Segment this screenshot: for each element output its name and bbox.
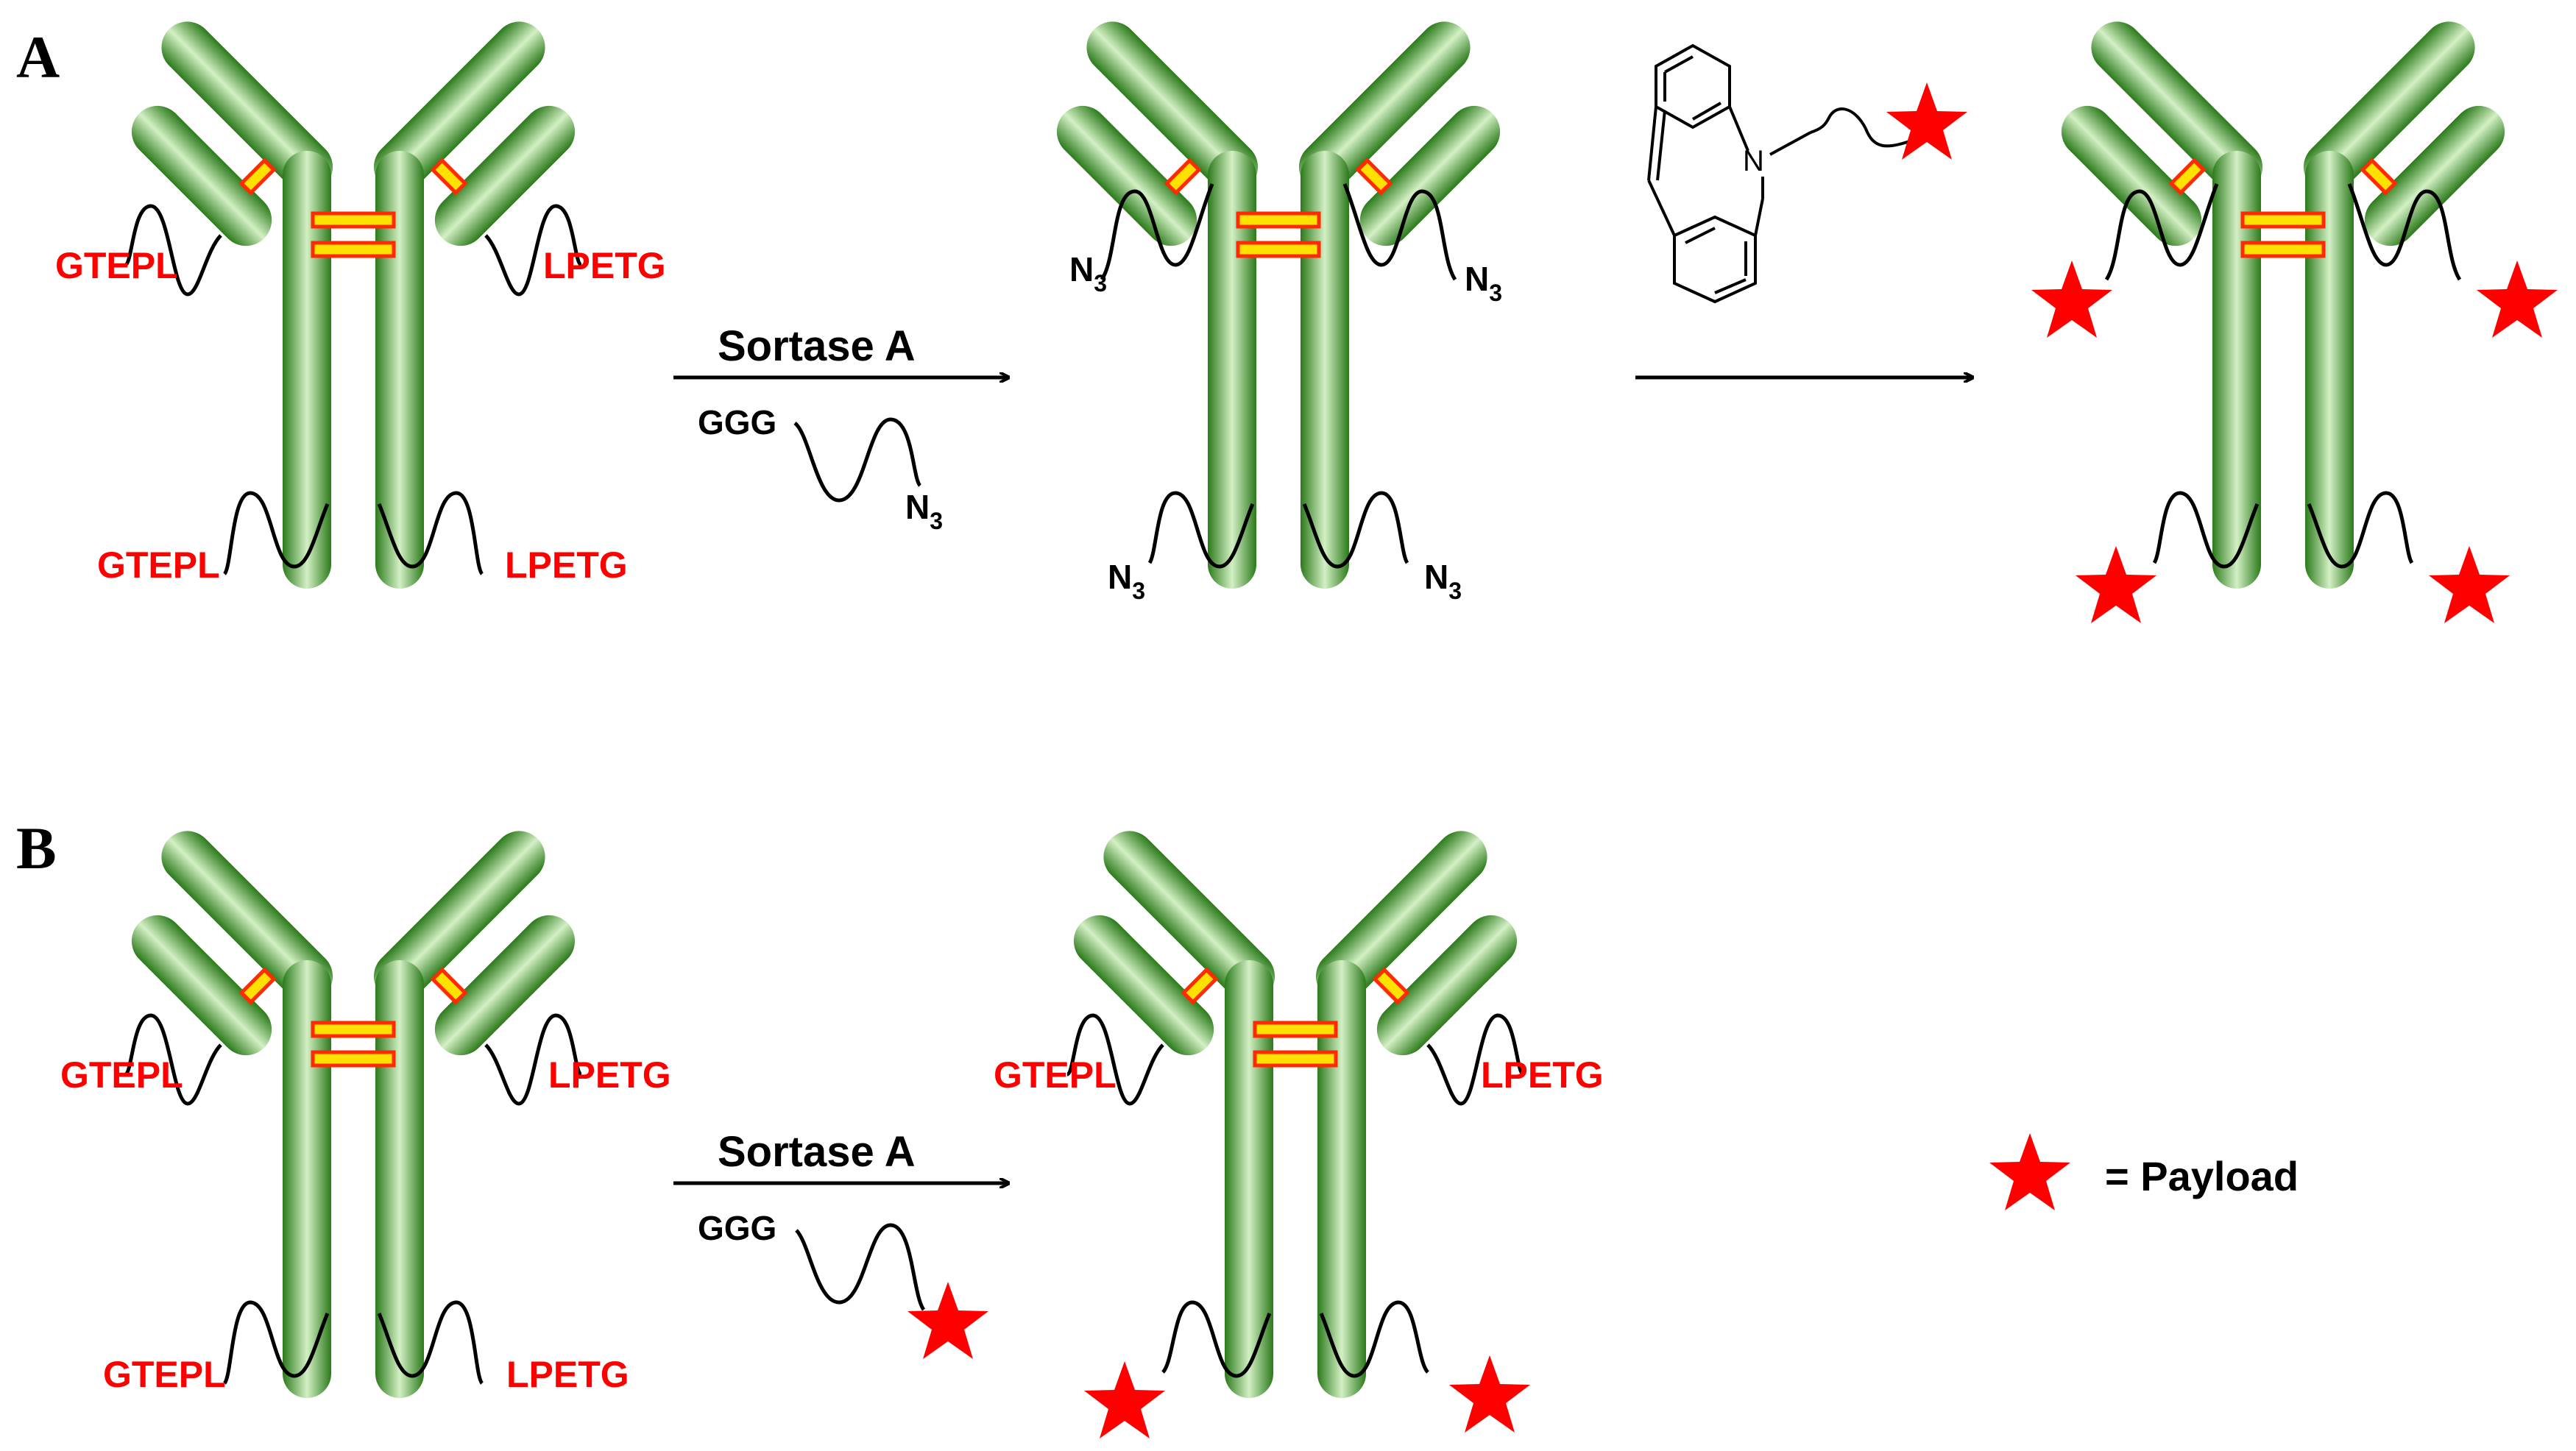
- seq-left-lower-b1: GTEPL: [103, 1354, 226, 1395]
- linker: [1302, 491, 1409, 569]
- enzyme-label-b: Sortase A: [718, 1128, 916, 1176]
- gly-payload-linker: [795, 1223, 926, 1311]
- panel-b-label: B: [16, 815, 57, 881]
- panel-a-label: A: [16, 24, 60, 91]
- seq-left-upper-b1: GTEPL: [60, 1054, 183, 1096]
- seq-right-lower-b1: LPETG: [506, 1354, 629, 1395]
- linker: [1342, 183, 1457, 281]
- antibody-a1: [121, 11, 585, 589]
- linker: [1147, 491, 1255, 569]
- linker: [124, 1013, 222, 1106]
- azide-ur: N3: [1465, 260, 1502, 306]
- linker: [377, 1300, 484, 1385]
- linker: [2347, 183, 2462, 281]
- legend: = Payload: [1989, 1133, 2299, 1210]
- antibody-b1: [121, 820, 585, 1398]
- linker: [222, 1300, 330, 1385]
- dbco-nitrogen: N: [1743, 145, 1764, 177]
- linker: [484, 1013, 583, 1106]
- linker: [377, 491, 484, 575]
- payload-star-lr: [2429, 546, 2510, 623]
- azide-ul: N3: [1069, 250, 1107, 297]
- payload-star-ll: [2076, 546, 2156, 623]
- gly-azide-linker: [793, 417, 922, 503]
- linker: [222, 491, 330, 575]
- payload-star-ul: [2031, 260, 2112, 338]
- enzyme-label-a: Sortase A: [718, 322, 916, 370]
- seq-right-lower: LPETG: [505, 544, 628, 586]
- seq-right-upper-b1: LPETG: [548, 1054, 671, 1096]
- linker: [1426, 1013, 1525, 1106]
- antibody-a3: [2050, 11, 2515, 589]
- linker: [2152, 491, 2260, 569]
- azide-lr: N3: [1424, 558, 1462, 604]
- linker: [2104, 183, 2219, 281]
- payload-star-reagent: [907, 1282, 988, 1359]
- seq-left-upper: GTEPL: [55, 245, 178, 286]
- linker: [1066, 1013, 1164, 1106]
- nucleophile-label-b: GGG: [698, 1209, 776, 1247]
- azide-label: N3: [905, 488, 943, 534]
- linker: [124, 204, 222, 297]
- seq-right-upper: LPETG: [543, 245, 666, 286]
- antibody-a2: [1046, 11, 1510, 589]
- star-icon: [1989, 1133, 2070, 1210]
- payload-star-b2-lr: [1449, 1355, 1530, 1433]
- linker: [1100, 183, 1214, 281]
- antibody-b2: [1063, 820, 1527, 1398]
- legend-text: = Payload: [2105, 1153, 2299, 1199]
- seq-right-upper-b2: LPETG: [1481, 1054, 1604, 1096]
- dbco-payload-star: [1886, 82, 1967, 160]
- linker: [484, 204, 583, 297]
- linker: [2307, 491, 2414, 569]
- seq-left-upper-b2: GTEPL: [994, 1054, 1117, 1096]
- azide-ll: N3: [1108, 558, 1145, 604]
- dbco-structure: [1647, 43, 1921, 304]
- seq-left-lower: GTEPL: [97, 544, 220, 586]
- linker: [1319, 1300, 1430, 1378]
- nucleophile-label-a: GGG: [698, 403, 776, 441]
- linker: [1161, 1300, 1272, 1378]
- payload-star-ur: [2477, 260, 2558, 338]
- payload-star-b2-ll: [1084, 1361, 1165, 1438]
